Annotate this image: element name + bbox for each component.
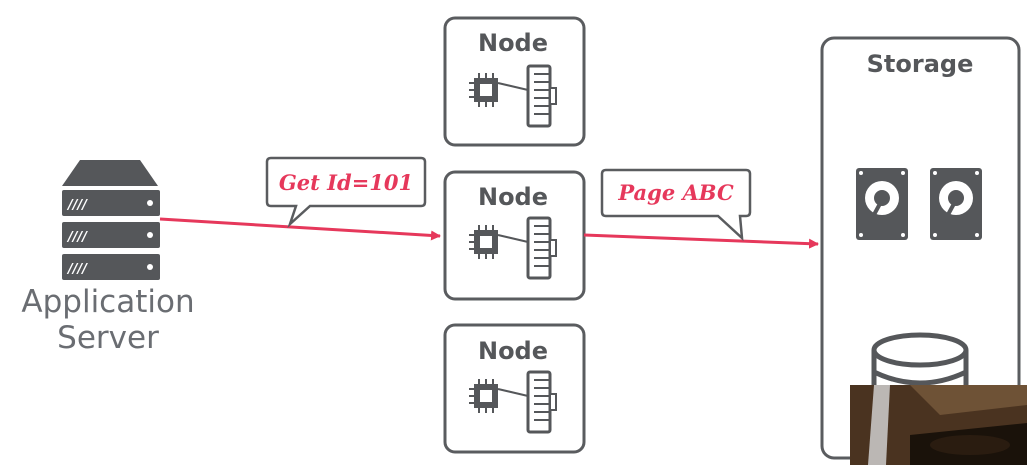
hard-disk-icon	[856, 168, 908, 240]
response-bubble: Page ABC	[600, 168, 752, 242]
application-server-label-line1: Application	[21, 284, 194, 320]
svg-text:////: ////	[66, 230, 88, 245]
request-arrow	[159, 217, 441, 241]
node-box-2: Node	[443, 170, 586, 301]
response-arrow	[583, 233, 819, 249]
cpu-memory-icon	[469, 216, 557, 280]
svg-text:////: ////	[66, 262, 88, 277]
node-box-3: Node	[443, 323, 586, 454]
node-title-2: Node	[478, 183, 548, 211]
hard-disk-icon	[930, 168, 982, 240]
request-bubble: Get Id=101	[265, 156, 427, 229]
node-title-3: Node	[478, 337, 548, 365]
node-title-1: Node	[478, 29, 548, 57]
request-message: Get Id=101	[279, 170, 413, 195]
node-box-1: Node	[443, 16, 586, 147]
application-server: //// //// //// Application Server	[21, 160, 195, 356]
cpu-memory-icon	[469, 370, 557, 434]
server-rack-icon: //// //// ////	[62, 160, 160, 280]
presenter-camera-thumbnail	[850, 385, 1027, 465]
cpu-memory-icon	[469, 64, 557, 128]
storage-title: Storage	[867, 50, 974, 78]
svg-text:////: ////	[66, 198, 88, 213]
storage-box: Storage	[820, 36, 1021, 460]
response-message: Page ABC	[617, 180, 734, 205]
application-server-label-line2: Server	[57, 320, 159, 356]
